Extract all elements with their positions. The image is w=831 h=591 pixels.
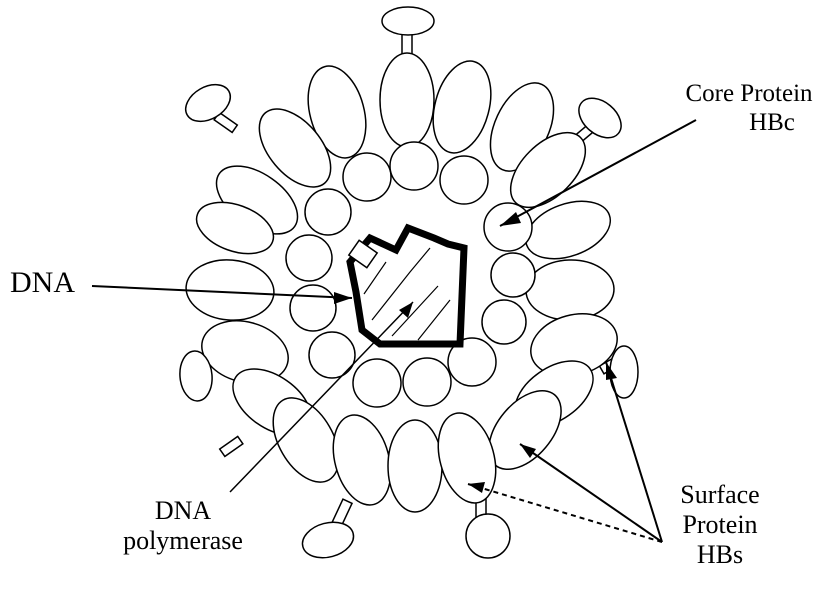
dna-polymerase-label-line1: DNA [108, 496, 258, 526]
dna-polymerase-label-line2: polymerase [108, 526, 258, 556]
core-protein-label-line1: Core Protein [664, 80, 831, 109]
surface-protein-label: Surface Protein HBs [660, 480, 780, 570]
surface-protein-label-line2: Protein [660, 510, 780, 540]
surface-protein-label-line1: Surface [660, 480, 780, 510]
core-protein-label-line2: HBc [664, 109, 831, 138]
dna-polymerase-label: DNA polymerase [108, 496, 258, 556]
dna-label: DNA [10, 266, 75, 301]
core-protein-label: Core Protein HBc [664, 80, 831, 138]
surface-protein-label-line3: HBs [660, 540, 780, 570]
